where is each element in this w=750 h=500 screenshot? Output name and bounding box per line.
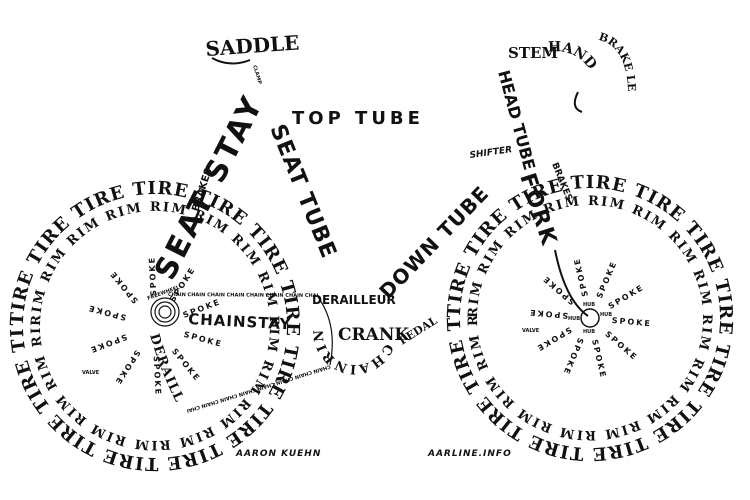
front-spoke-4: SPOKE: [534, 325, 573, 353]
crank-label: CRANK: [338, 325, 410, 345]
chain-front-curve: [317, 296, 333, 366]
saddle-curve: [211, 57, 251, 65]
rear-spoke-7: SPOKE: [147, 256, 158, 297]
site-credit: AARLINE.INFO: [427, 449, 512, 459]
saddle: SADDLE CLAMP: [205, 30, 300, 85]
front-hub-ring: [580, 308, 600, 328]
front-spokes: SPOKESPOKESPOKESPOKESPOKESPOKESPOKESPOKE…: [528, 256, 652, 379]
rear-spoke-5: SPOKE: [86, 303, 127, 322]
author-credit: AARON KUEHN: [235, 449, 321, 459]
front-spoke-7: SPOKE: [572, 256, 590, 297]
rear-spoke-6: SPOKE: [108, 268, 140, 305]
stem-label: STEM: [508, 44, 558, 62]
clamp-label: CLAMP: [251, 65, 262, 86]
front-spoke-0: SPOKE: [611, 316, 652, 328]
rear-spoke-0: SPOKE: [183, 330, 224, 349]
front-spoke-8: SPOKE: [595, 259, 619, 299]
front-spoke-2: SPOKE: [590, 339, 608, 380]
chainstay-label: CHAINSTAY: [188, 310, 292, 333]
freewheel-ring-mid: [154, 301, 176, 323]
front-hub-label-bottom: HUB: [583, 329, 595, 335]
front-spoke-9: SPOKE: [607, 283, 646, 311]
front-spoke-1: SPOKE: [603, 329, 639, 362]
front-hub-label-right: HUB: [600, 312, 612, 318]
clamp-path: CLAMP: [251, 65, 262, 86]
rear-spoke-4: SPOKE: [88, 332, 129, 355]
rear-spoke-3: SPOKE: [113, 348, 142, 387]
front-hub: HUB HUB HUB HUB: [568, 302, 612, 335]
cockpit: STEM HANDLEBARS BRAKE LEVER: [0, 0, 638, 113]
front-hub-label-left: HUB: [568, 316, 580, 322]
saddle-label: SADDLE: [205, 30, 300, 60]
front-spoke-3: SPOKE: [561, 336, 585, 376]
freewheel-ring-outer: [150, 297, 180, 327]
freewheel-ring-inner: [158, 305, 172, 319]
front-valve-label: VALVE: [522, 328, 540, 334]
shifter-label: SHIFTER: [469, 145, 513, 161]
handlebar-drop: [573, 91, 583, 113]
fork-dropout: [554, 249, 589, 317]
front-spoke-5: SPOKE: [528, 308, 569, 320]
front-spoke-6: SPOKE: [541, 273, 577, 306]
top-tube-label: TOP TUBE: [292, 108, 424, 129]
front-hub-label-top: HUB: [583, 302, 595, 308]
front-derailleur-label: DERAILLEUR: [312, 293, 396, 307]
rear-spoke-2: SPOKE: [152, 356, 163, 397]
rear-valve-label: VALVE: [82, 370, 100, 376]
